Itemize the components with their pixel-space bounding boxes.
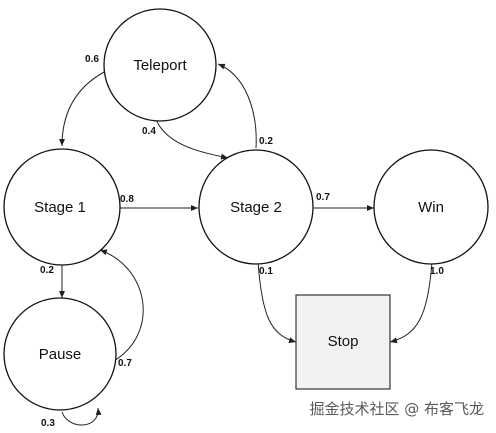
prob-pause-self-loop: 0.3	[41, 418, 55, 429]
node-teleport: Teleport	[103, 8, 217, 122]
node-pause-label: Pause	[39, 346, 82, 363]
node-stop: Stop	[295, 294, 391, 390]
edge-pause-self-loop	[61, 407, 102, 426]
node-win-label: Win	[418, 199, 444, 216]
prob-win-to-stop: 1.0	[430, 266, 444, 277]
edge-win-to-stop	[389, 261, 433, 344]
node-pause: Pause	[3, 297, 117, 411]
edge-stage2-to-stop	[257, 261, 297, 344]
node-stage2: Stage 2	[198, 149, 314, 265]
prob-teleport-to-stage1: 0.6	[85, 54, 99, 65]
node-stage1: Stage 1	[3, 148, 121, 266]
edge-teleport-to-stage2	[154, 116, 229, 160]
edge-stage2-to-teleport	[217, 63, 257, 149]
prob-teleport-to-stage2: 0.4	[142, 126, 156, 137]
prob-stage2-to-stop: 0.1	[259, 266, 273, 277]
prob-stage1-to-stage2: 0.8	[120, 194, 134, 205]
prob-stage2-to-teleport: 0.2	[259, 136, 273, 147]
prob-stage1-to-pause: 0.2	[40, 265, 54, 276]
node-stage1-label: Stage 1	[34, 199, 86, 216]
watermark-text: 掘金技术社区 @ 布客飞龙	[309, 400, 484, 418]
node-stop-label: Stop	[328, 333, 359, 350]
edge-pause-to-stage1	[99, 249, 144, 363]
prob-stage2-to-win: 0.7	[316, 192, 330, 203]
node-win: Win	[373, 149, 489, 265]
node-teleport-label: Teleport	[133, 57, 187, 74]
edge-teleport-to-stage1	[59, 69, 109, 147]
prob-pause-to-stage1: 0.7	[118, 358, 132, 369]
node-stage2-label: Stage 2	[230, 199, 282, 216]
